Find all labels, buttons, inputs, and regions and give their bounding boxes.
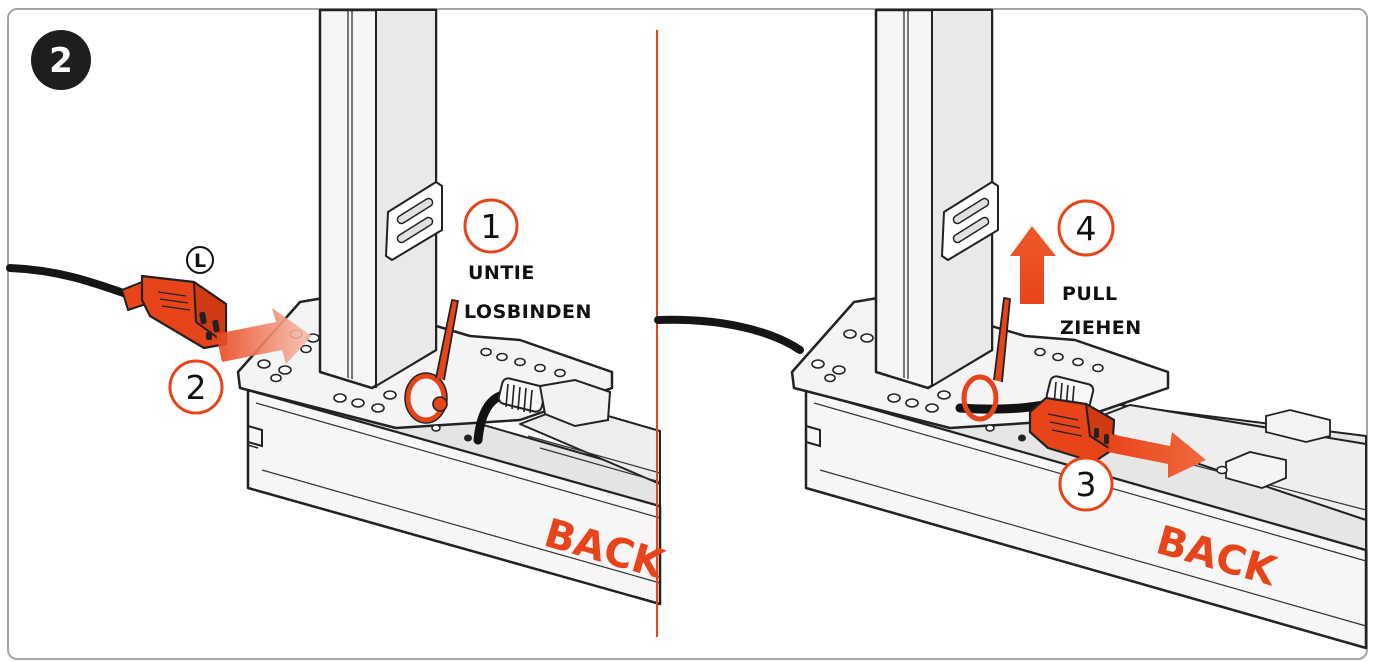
beam-crease <box>819 469 1367 627</box>
bracket-slot <box>952 197 990 225</box>
cable-tie-tail <box>993 297 1011 383</box>
socket-housing <box>538 378 612 428</box>
step-badge <box>31 30 91 90</box>
beam-notch <box>805 425 821 448</box>
strain-relief-spring <box>497 377 547 414</box>
plate-hole-dark <box>464 434 472 442</box>
step-3-circle <box>1058 456 1114 512</box>
left-panel: L 1 UNTIE LOSBINDEN 2 BACK <box>6 8 671 606</box>
pull-up-arrow <box>1010 226 1056 304</box>
plate-holes <box>811 329 1104 432</box>
beam-crease <box>261 469 661 584</box>
channel-line <box>527 435 661 474</box>
beam-notch <box>247 425 263 448</box>
step-4-number: 4 <box>1076 209 1097 248</box>
step-2-circle <box>168 359 224 415</box>
insert-arrow <box>216 308 312 364</box>
cable-tie-loop-outline <box>404 372 448 424</box>
rail-hole <box>1216 465 1228 475</box>
step-1-circle <box>463 198 519 254</box>
power-cord-left <box>6 264 136 300</box>
step-2-number: 2 <box>186 368 207 407</box>
power-cord-right <box>654 315 804 354</box>
tie-knob <box>432 396 448 412</box>
cable-tie-open <box>961 374 999 422</box>
untie-label: UNTIE <box>468 262 535 284</box>
iec-plug-right <box>1028 396 1116 464</box>
rail-clip <box>1225 451 1287 489</box>
cable-inside-left <box>473 391 505 445</box>
column-shade <box>375 9 437 388</box>
bracket-slot <box>396 216 434 244</box>
right-panel: 4 PULL ZIEHEN 3 BACK <box>654 8 1368 650</box>
losbinden-label: LOSBINDEN <box>464 301 592 323</box>
step-badge-number: 2 <box>49 41 73 81</box>
pull-label: PULL <box>1062 283 1118 305</box>
step-3-number: 3 <box>1076 465 1097 504</box>
ziehen-label: ZIEHEN <box>1060 317 1142 339</box>
step-4-circle <box>1057 199 1115 257</box>
bracket-slot <box>396 197 434 225</box>
bracket-slot <box>952 216 990 244</box>
plate-hole-dark <box>1018 434 1026 442</box>
cable-tie-tail <box>435 299 459 381</box>
connector-marker-circle: L <box>186 246 214 274</box>
column-shade <box>931 9 993 388</box>
step-1-number: 1 <box>481 207 502 246</box>
rail-clip <box>1265 409 1331 443</box>
beam-notch <box>247 444 259 449</box>
beam-crease <box>255 402 661 519</box>
iec-plug-left <box>121 274 228 350</box>
connector-marker-text: L <box>194 250 206 272</box>
channel-line <box>539 447 661 483</box>
unplug-arrow <box>1108 432 1206 478</box>
plate-holes <box>257 329 566 432</box>
